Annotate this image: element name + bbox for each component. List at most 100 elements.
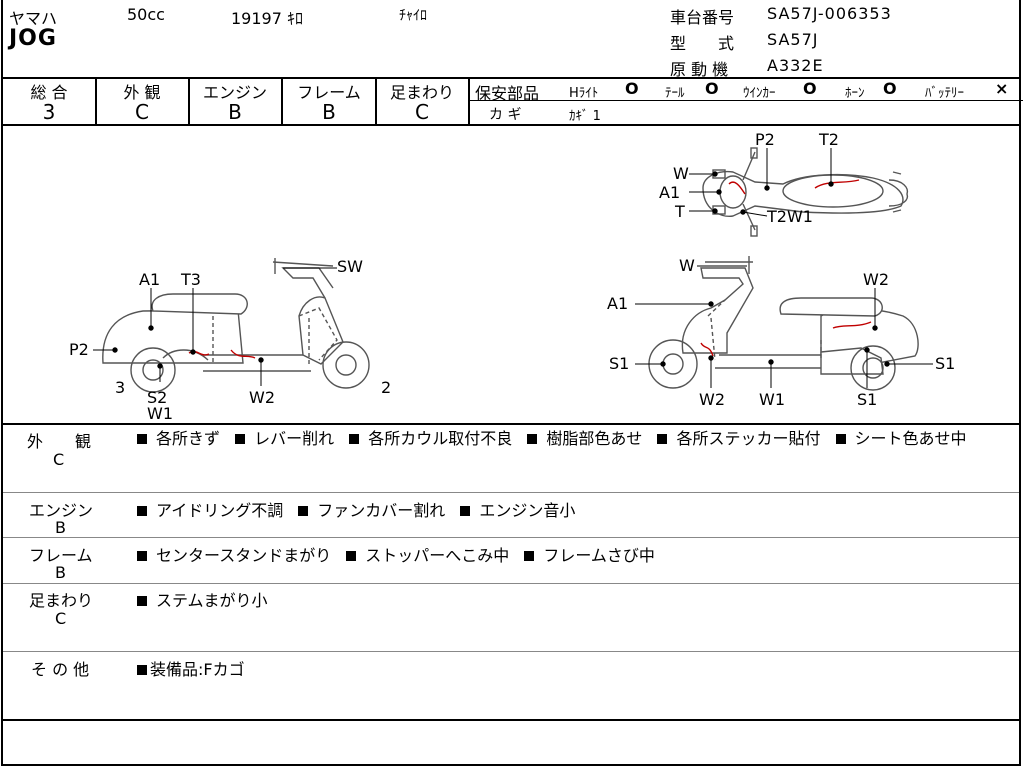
divider	[3, 583, 1019, 584]
label-a1: A1	[139, 270, 161, 289]
note-grade-frame: B	[55, 563, 66, 582]
note-item: フレームさび中	[524, 546, 655, 565]
battery-label: ﾊﾞｯﾃﾘｰ	[925, 86, 964, 101]
grade-engine: B	[228, 100, 242, 124]
label-s1-right-rear: S1	[935, 354, 956, 373]
label-s1-right: S1	[609, 354, 630, 373]
note-category-frame: フレーム	[29, 546, 93, 565]
grade-suspension: C	[415, 100, 429, 124]
leader-lines	[93, 148, 933, 388]
label-t2w1-top: T2W1	[767, 207, 813, 226]
grade-header-engine: エンジン	[202, 83, 267, 102]
scooter-top-view	[702, 147, 909, 237]
grade-frame: B	[322, 100, 336, 124]
note-items-frame: センタースタンドまがり ストッパーへこみ中 フレームさび中	[137, 542, 665, 566]
label-w2-right-bottom: W2	[699, 390, 725, 409]
mileage: 19197 ｷﾛ	[231, 9, 303, 28]
engine-value: A332E	[767, 56, 824, 75]
note-grade-engine: B	[55, 518, 66, 537]
grade-exterior: C	[135, 100, 149, 124]
displacement: 50cc	[127, 5, 165, 24]
note-category-suspension: 足まわり	[29, 591, 94, 610]
divider	[3, 651, 1019, 652]
bullet-square-icon	[137, 665, 147, 675]
bullet-square-icon	[460, 506, 471, 516]
bullet-square-icon	[835, 434, 846, 444]
label-t-top: T	[675, 202, 685, 221]
bullet-square-icon	[524, 551, 535, 561]
scooter-left-view	[102, 258, 370, 393]
key-label: カ ギ	[489, 107, 522, 123]
damage-marks	[188, 179, 872, 359]
note-item: シート色あせ中	[835, 429, 967, 448]
type-value: SA57J	[767, 30, 819, 49]
color-value: ﾁｬｲﾛ	[399, 8, 427, 24]
headlight-label: Hﾗｲﾄ	[569, 86, 599, 101]
grade-header-exterior: 外 観	[123, 83, 161, 102]
note-item: 装備品:Fカゴ	[137, 660, 245, 679]
type-label: 型 式	[670, 34, 735, 53]
note-category-engine: エンジン	[29, 501, 94, 520]
note-item: レバー削れ	[235, 429, 334, 448]
grade-header-overall: 総 合	[30, 83, 68, 102]
note-item: アイドリング不調	[137, 501, 283, 520]
note-items-suspension: ステムまがり小	[137, 587, 278, 611]
divider	[188, 77, 190, 125]
note-item: ステムまがり小	[137, 591, 268, 610]
label-a1-right: A1	[607, 294, 629, 313]
tail-status: O	[705, 79, 719, 98]
divider	[3, 77, 1019, 79]
label-s1-right-bottom: S1	[857, 390, 878, 409]
bullet-square-icon	[346, 551, 357, 561]
key-value: ｶｷﾞ 1	[569, 109, 601, 124]
label-w2: W2	[249, 388, 275, 407]
note-item: ファンカバー割れ	[298, 501, 445, 520]
winker-status: O	[803, 79, 817, 98]
scooter-damage-diagram	[93, 147, 933, 393]
divider	[468, 77, 470, 125]
grade-header-suspension: 足まわり	[389, 83, 454, 102]
frame-no-label: 車台番号	[670, 8, 735, 27]
label-w-top: W	[673, 164, 689, 183]
label-w1: W1	[147, 404, 173, 423]
scooter-right-view	[648, 256, 919, 391]
divider	[3, 423, 1019, 425]
label-s2: S2	[147, 388, 168, 407]
bullet-square-icon	[527, 434, 538, 444]
note-grade-suspension: C	[55, 609, 67, 628]
divider	[3, 492, 1019, 493]
model-name: JOG	[9, 26, 57, 51]
divider	[281, 77, 283, 125]
divider	[469, 100, 1023, 101]
bullet-square-icon	[298, 506, 309, 516]
bullet-square-icon	[137, 506, 147, 516]
note-item: センタースタンドまがり	[137, 546, 331, 565]
label-t2-top: T2	[819, 130, 839, 149]
note-item: 樹脂部色あせ	[527, 429, 642, 448]
frame-no-value: SA57J-006353	[767, 4, 892, 23]
note-item: 各所きず	[137, 429, 220, 448]
note-items-exterior: 各所きず レバー削れ 各所カウル取付不良 樹脂部色あせ 各所ステッカー貼付 シー…	[137, 428, 1007, 450]
label-p2-top: P2	[755, 130, 775, 149]
note-item: エンジン音小	[460, 501, 575, 520]
engine-label: 原 動 機	[670, 60, 729, 79]
label-3: 3	[115, 378, 126, 397]
bullet-square-icon	[137, 596, 147, 606]
note-category-exterior: 外 観	[27, 432, 92, 451]
label-w-right: W	[679, 256, 695, 275]
divider	[3, 124, 1019, 126]
label-2: 2	[381, 378, 392, 397]
label-sw: SW	[337, 257, 363, 276]
battery-status: ×	[995, 79, 1009, 98]
grade-header-frame: フレーム	[297, 83, 361, 102]
headlight-status: O	[625, 79, 639, 98]
horn-label: ﾎｰﾝ	[845, 86, 865, 101]
note-item: 各所カウル取付不良	[349, 429, 512, 448]
note-items-other: 装備品:Fカゴ	[137, 656, 255, 680]
label-w2-right: W2	[863, 270, 889, 289]
label-p2: P2	[69, 340, 89, 359]
divider	[95, 77, 97, 125]
safety-label: 保安部品	[475, 84, 540, 103]
bullet-square-icon	[137, 551, 147, 561]
bullet-square-icon	[235, 434, 246, 444]
